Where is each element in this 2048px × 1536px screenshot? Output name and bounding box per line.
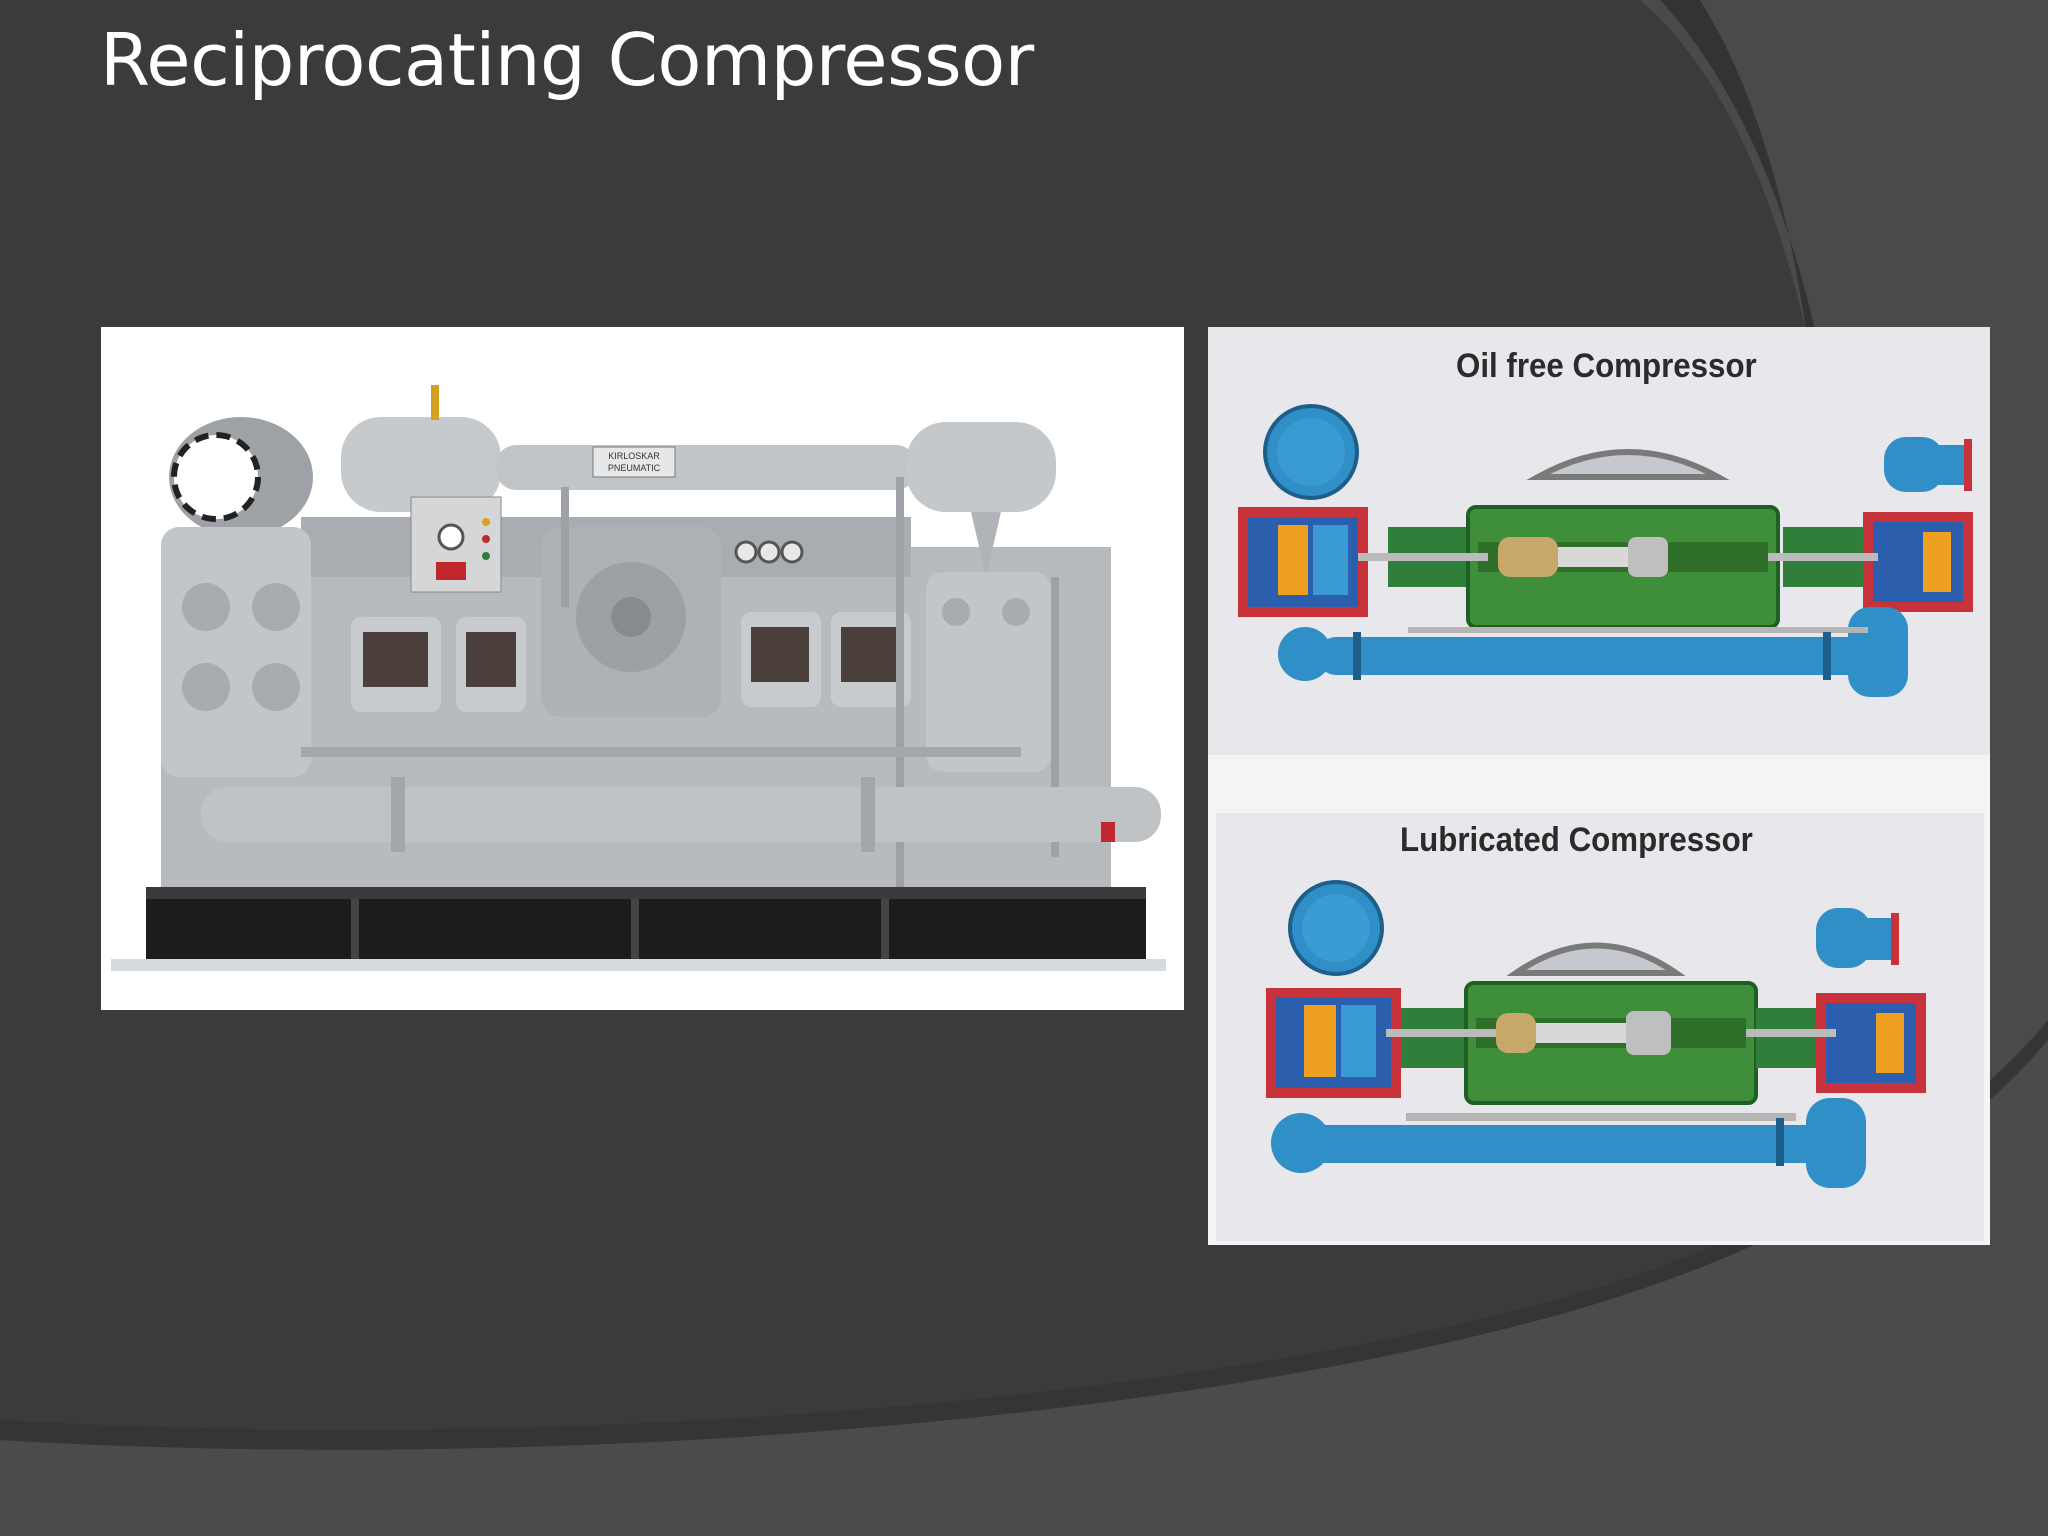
lubricated-diagram: Lubricated Compressor bbox=[1216, 813, 1984, 1241]
lubricated-cutaway-illustration bbox=[1266, 880, 1926, 1188]
oil-free-diagram: Oil free Compressor bbox=[1208, 327, 1990, 755]
compressor-machine-illustration: KIRLOSKAR PNEUMATIC bbox=[101, 327, 1184, 1010]
nameplate-line2: PNEUMATIC bbox=[608, 463, 661, 473]
oil-free-cutaway-illustration bbox=[1238, 404, 1973, 697]
oil-free-title: Oil free Compressor bbox=[1456, 347, 1757, 385]
lubricated-title: Lubricated Compressor bbox=[1400, 821, 1753, 859]
slide-title: Reciprocating Compressor bbox=[100, 18, 1034, 102]
nameplate-line1: KIRLOSKAR bbox=[608, 451, 660, 461]
compressor-photo: KIRLOSKAR PNEUMATIC bbox=[101, 327, 1184, 1010]
compressor-diagrams: Oil free Compressor bbox=[1208, 327, 1990, 1245]
